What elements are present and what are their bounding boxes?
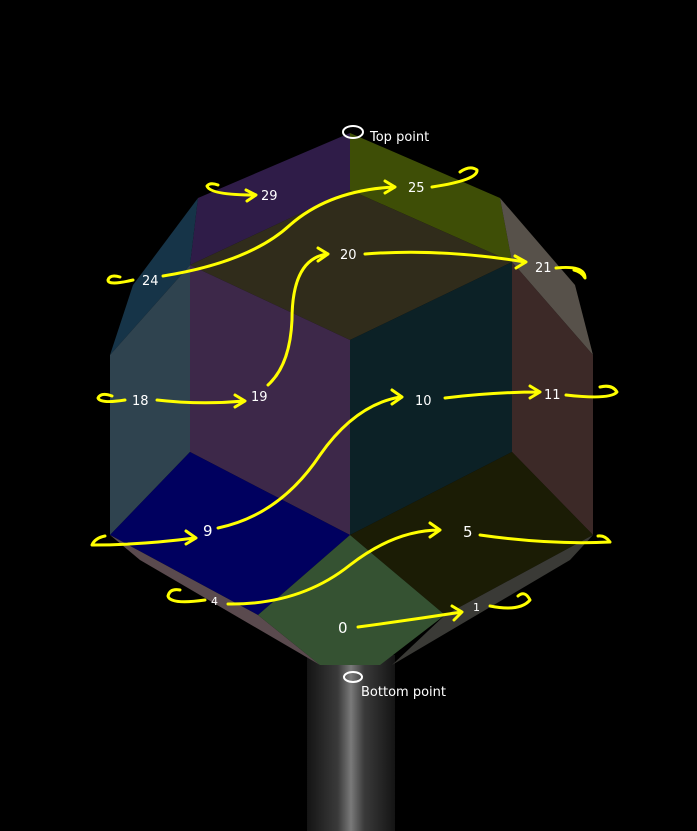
arrow-20-to-21 [363, 250, 528, 270]
bottom-point-label: Bottom point [361, 685, 446, 700]
face-label-0: 0 [338, 619, 348, 637]
arrow-0-to-1 [356, 604, 464, 629]
point-markers [342, 125, 364, 683]
face-label-18: 18 [132, 394, 149, 409]
face-label-20: 20 [340, 248, 357, 263]
face-label-11: 11 [544, 388, 561, 403]
stand-pole [307, 655, 395, 831]
face-0 [258, 535, 445, 665]
face-label-19: 19 [251, 390, 268, 405]
arrow-1-loop [488, 592, 532, 610]
face-label-21: 21 [535, 261, 552, 276]
face-label-29: 29 [261, 189, 278, 204]
face-5 [350, 452, 593, 615]
face-20 [190, 190, 512, 340]
face-18 [110, 265, 190, 535]
face-labels: 0 1 4 5 9 10 11 18 19 20 21 24 25 29 [132, 181, 561, 637]
face-label-5: 5 [463, 523, 473, 541]
arrow-9-loop [90, 529, 198, 547]
polyhedron-faces [110, 133, 593, 665]
face-24 [110, 198, 198, 355]
face-1 [392, 535, 593, 665]
face-4 [110, 535, 320, 665]
arrow-4-loop [166, 588, 207, 604]
face-11 [512, 262, 593, 535]
traversal-arrows [90, 166, 619, 629]
face-label-1: 1 [473, 601, 480, 614]
arrow-11-loop [564, 384, 619, 399]
face-label-25: 25 [408, 181, 425, 196]
arrow-24-to-25 [161, 179, 397, 278]
face-25 [350, 133, 512, 262]
face-29 [190, 133, 350, 265]
arrow-18-to-19 [155, 393, 247, 409]
face-9 [110, 452, 350, 615]
arrow-24-loop [106, 274, 135, 285]
arrow-5-loop [478, 533, 612, 545]
face-21 [500, 198, 593, 355]
arrow-4-to-5 [226, 521, 442, 606]
face-label-9: 9 [203, 522, 213, 540]
arrow-25-loop [430, 166, 479, 189]
top-point-label: Top point [369, 130, 429, 145]
arrow-18-loop [96, 392, 127, 404]
arrow-10-to-11 [443, 384, 542, 400]
face-label-10: 10 [415, 394, 432, 409]
arrow-9-to-10 [216, 388, 404, 530]
top-point-marker [342, 125, 364, 139]
face-label-4: 4 [211, 595, 218, 608]
face-10 [350, 262, 512, 535]
arrow-21-loop [554, 266, 587, 280]
arrow-29-loop [205, 182, 258, 203]
arrow-19-to-20 [266, 246, 330, 387]
face-label-24: 24 [142, 274, 159, 289]
bottom-point-marker [343, 671, 363, 683]
